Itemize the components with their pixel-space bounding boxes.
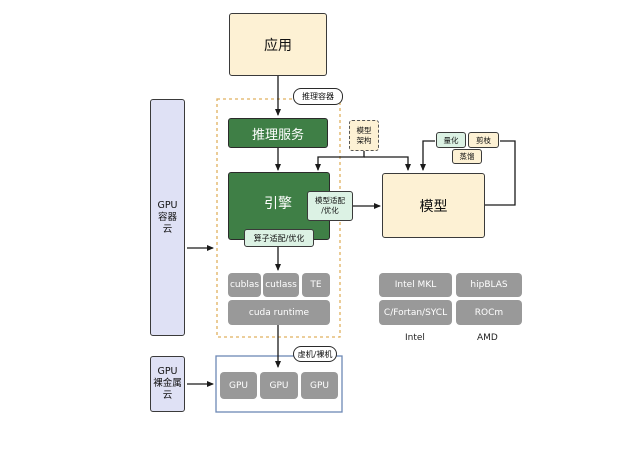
engine-label: 引擎 <box>264 196 292 212</box>
arrow-model-loop-in <box>420 140 435 171</box>
te-label: TE <box>310 280 322 290</box>
inference-container-pill: 推理容器 <box>293 88 343 105</box>
gpu-cloud-line2: 容器 <box>157 211 177 223</box>
model-arch-box: 模型 架构 <box>349 120 379 151</box>
intel-mkl-label: Intel MKL <box>394 280 437 290</box>
operator-adapt-label: 算子适配/优化 <box>253 233 305 243</box>
gpu-label-1: GPU <box>229 380 248 391</box>
cublas-box: cublas <box>228 273 261 297</box>
cutlass-label: cutlass <box>265 280 297 290</box>
hipblas-box: hipBLAS <box>456 273 522 297</box>
arrow-arch-to-engine <box>315 151 365 171</box>
model-arch-line2: 架构 <box>356 135 372 145</box>
bare-metal-line2: 裸金属 <box>153 378 182 389</box>
distill-box: 蒸馏 <box>452 149 482 164</box>
intel-sycl-box: C/Fortan/SYCL <box>379 300 452 325</box>
inference-container-label: 推理容器 <box>302 92 334 101</box>
bare-metal-line3: 云 <box>162 390 173 401</box>
gpu-cloud-line1: GPU <box>157 199 178 211</box>
inference-service-label: 推理服务 <box>251 127 304 143</box>
model-adapt-line1: 模型适配 <box>315 196 345 205</box>
gpu-label-2: GPU <box>269 380 289 391</box>
model-label: 模型 <box>419 198 448 215</box>
gpu-box-3: GPU <box>301 372 338 399</box>
quantize-box: 量化 <box>436 132 466 148</box>
arrow-model-loop-out <box>485 140 516 206</box>
model-arch-line1: 模型 <box>356 125 372 135</box>
app-box: 应用 <box>229 13 327 76</box>
hipblas-label: hipBLAS <box>470 280 508 290</box>
prune-label: 剪枝 <box>476 135 491 145</box>
model-adapt-box: 模型适配 /优化 <box>307 191 353 221</box>
cutlass-box: cutlass <box>263 273 299 297</box>
intel-caption: Intel <box>405 333 425 343</box>
prune-box: 剪枝 <box>468 132 499 148</box>
gpu-box-2: GPU <box>260 372 298 399</box>
intel-sycl-label: C/Fortan/SYCL <box>383 307 448 318</box>
model-box: 模型 <box>382 173 485 238</box>
te-box: TE <box>302 273 330 297</box>
inference-service-box: 推理服务 <box>228 118 328 148</box>
amd-caption: AMD <box>477 333 498 343</box>
gpu-label-3: GPU <box>310 380 329 391</box>
quantize-label: 量化 <box>443 135 459 145</box>
cuda-runtime-box: cuda runtime <box>228 300 330 325</box>
bare-metal-line1: GPU <box>157 366 178 377</box>
cublas-label: cublas <box>229 280 260 290</box>
intel-mkl-box: Intel MKL <box>379 273 452 297</box>
vm-label: 虚机/裸机 <box>297 349 333 359</box>
gpu-cloud-line3: 云 <box>162 223 173 235</box>
distill-label: 蒸馏 <box>459 152 475 161</box>
operator-adapt-box: 算子适配/优化 <box>244 229 314 247</box>
gpu-bare-metal-cloud-box: GPU 裸金属 云 <box>150 356 185 412</box>
app-label: 应用 <box>264 37 292 54</box>
cuda-runtime-label: cuda runtime <box>248 307 310 318</box>
vm-pill: 虚机/裸机 <box>293 346 337 362</box>
rocm-label: ROCm <box>474 307 504 318</box>
gpu-box-1: GPU <box>220 372 257 399</box>
arrow-arch-to-model <box>364 156 411 171</box>
model-adapt-line2: /优化 <box>321 206 339 215</box>
rocm-box: ROCm <box>456 300 522 325</box>
gpu-container-cloud-box: GPU 容器 云 <box>150 99 185 336</box>
vm-frame <box>215 355 343 413</box>
